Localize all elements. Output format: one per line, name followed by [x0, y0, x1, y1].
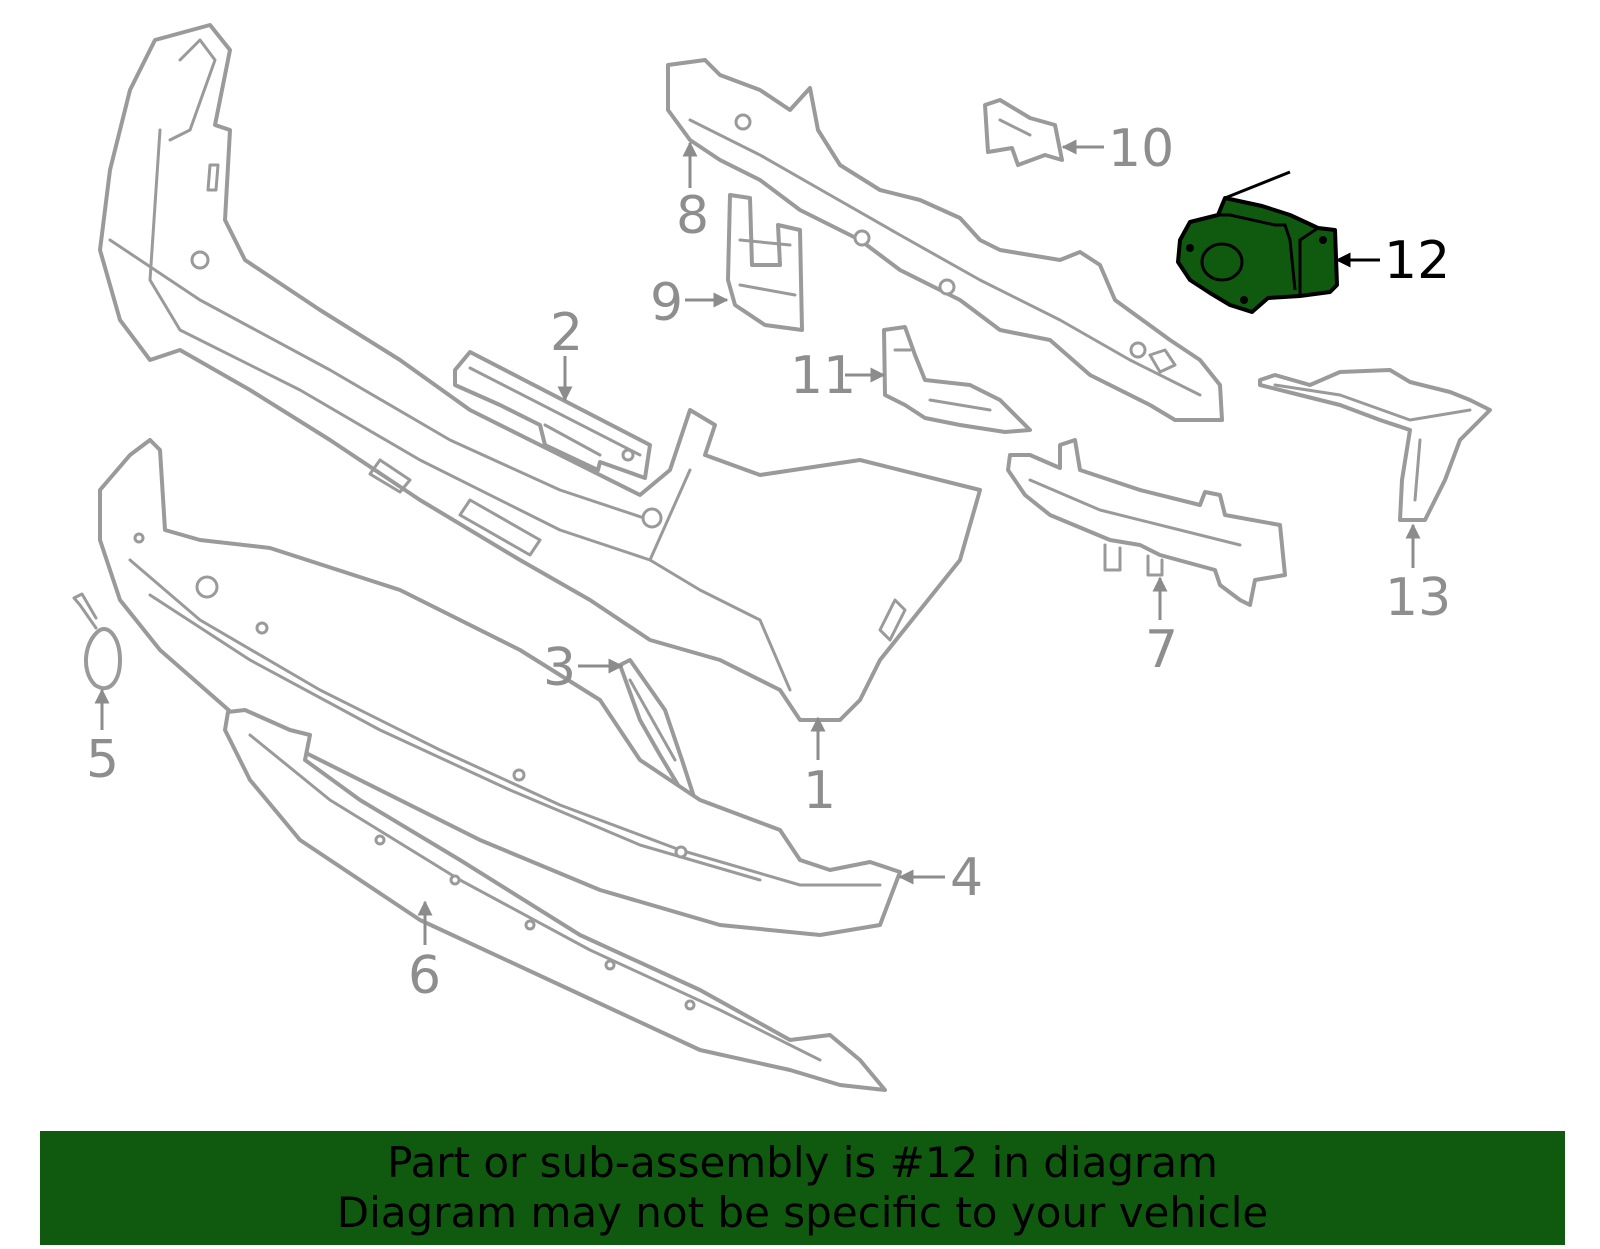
- part-2-bracket: [453, 350, 652, 480]
- part-8-beam: [666, 58, 1224, 422]
- callout-7: 7: [1145, 620, 1178, 680]
- leader-lines: [94, 139, 1421, 945]
- banner-line-1: Part or sub-assembly is #12 in diagram: [387, 1138, 1218, 1187]
- callout-9: 9: [650, 273, 683, 333]
- callout-labels: 1 2 3 4 5 6 7 8 9 10 11 12 13: [86, 119, 1451, 1006]
- callout-11: 11: [790, 346, 856, 406]
- banner-line-2: Diagram may not be specific to your vehi…: [336, 1188, 1269, 1237]
- callout-3: 3: [543, 638, 576, 698]
- callout-8: 8: [676, 186, 709, 246]
- parts-diagram: 1 2 3 4 5 6 7 8 9 10 11 12 13: [72, 23, 1492, 1092]
- part-10-bracket: [983, 98, 1064, 167]
- callout-4: 4: [950, 848, 983, 908]
- callout-2: 2: [550, 303, 583, 363]
- callout-10: 10: [1108, 119, 1174, 179]
- part-12-highlighted: [1176, 170, 1339, 314]
- callout-12: 12: [1384, 231, 1450, 291]
- part-9-mount: [726, 193, 804, 332]
- callout-5: 5: [86, 730, 119, 790]
- callout-1: 1: [803, 761, 836, 821]
- part-7-impact-bar: [1006, 438, 1287, 607]
- part-11-bracket: [882, 325, 1032, 434]
- part-6-lower-trim: [223, 708, 887, 1092]
- part-1-bumper-cover: [98, 23, 982, 722]
- info-banner: Part or sub-assembly is #12 in diagram D…: [40, 1131, 1565, 1245]
- callout-13: 13: [1385, 568, 1451, 628]
- part-5-tow-cover: [72, 592, 122, 691]
- callout-6: 6: [408, 946, 441, 1006]
- part-13-bracket: [1258, 368, 1492, 522]
